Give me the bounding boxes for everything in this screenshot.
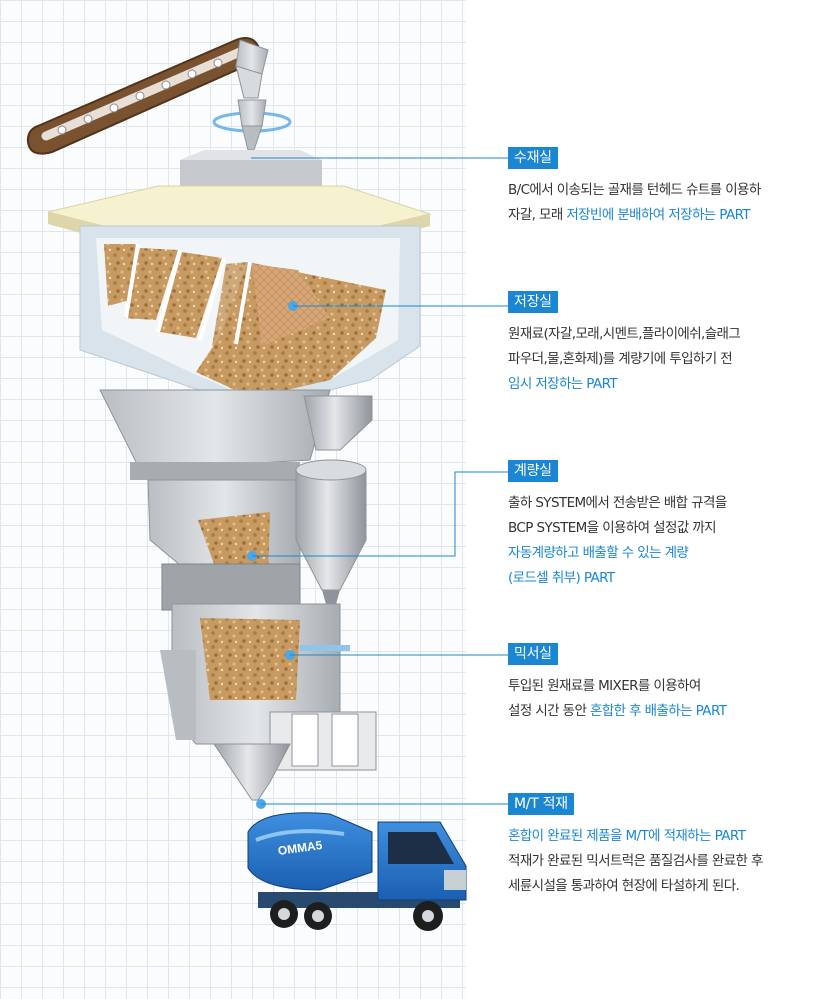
desc-highlight: 임시 저장하는 PART (508, 376, 618, 392)
section-description: 혼합이 완료된 제품을 M/T에 적재하는 PART 적재가 완료된 믹서트럭은… (508, 824, 808, 899)
desc-line: 설정 시간 동안 혼합한 후 배출하는 PART (508, 699, 808, 724)
desc-line: B/C에서 이송되는 골재를 턴헤드 슈트를 이용하 (508, 182, 761, 198)
mixer-truck: OMMA5 (247, 812, 467, 931)
section-description: 출하 SYSTEM에서 전송받은 배합 규격을 BCP SYSTEM을 이용하여… (508, 491, 808, 591)
section-tag: M/T 적재 (508, 793, 574, 815)
section-description: B/C에서 이송되는 골재를 턴헤드 슈트를 이용하 자갈, 모래 저장빈에 분… (508, 178, 808, 228)
desc-line: 투입된 원재료를 MIXER를 이용하여 (508, 678, 701, 694)
desc-text: 자갈, 모래 (508, 207, 567, 223)
desc-line: BCP SYSTEM을 이용하여 설정값 까지 (508, 520, 717, 536)
section-receiving: 수재실 B/C에서 이송되는 골재를 턴헤드 슈트를 이용하 자갈, 모래 저장… (508, 147, 808, 228)
desc-line: 원재료(자갈,모래,시멘트,플라이에쉬,슬래그 (508, 326, 741, 342)
section-truck-loading: M/T 적재 혼합이 완료된 제품을 M/T에 적재하는 PART 적재가 완료… (508, 793, 808, 899)
section-description: 투입된 원재료를 MIXER를 이용하여 설정 시간 동안 혼합한 후 배출하는… (508, 674, 808, 724)
cement-silo-cyclone (295, 459, 367, 604)
desc-text: 설정 시간 동안 (508, 703, 590, 719)
section-weighing: 계량실 출하 SYSTEM에서 전송받은 배합 규격을 BCP SYSTEM을 … (508, 460, 808, 591)
section-mixing: 믹서실 투입된 원재료를 MIXER를 이용하여 설정 시간 동안 혼합한 후 … (508, 643, 808, 724)
desc-line: 자갈, 모래 저장빈에 분배하여 저장하는 PART (508, 203, 808, 228)
desc-highlight: (로드셀 취부) PART (508, 570, 615, 586)
section-tag: 수재실 (508, 147, 558, 169)
desc-line: 적재가 완료된 믹서트럭은 품질검사를 완료한 후 (508, 853, 763, 869)
storage-bin (79, 225, 421, 409)
desc-highlight: 자동계량하고 배출할 수 있는 계량 (508, 545, 689, 561)
leader-lines (251, 157, 508, 805)
desc-highlight: 혼합이 완료된 제품을 M/T에 적재하는 PART (508, 828, 746, 844)
desc-highlight: 저장빈에 분배하여 저장하는 PART (566, 207, 751, 223)
desc-line: 출하 SYSTEM에서 전송받은 배합 규격을 (508, 495, 727, 511)
turn-head-chute (212, 39, 292, 163)
weighing-hoppers (99, 389, 373, 591)
desc-highlight: 혼합한 후 배출하는 PART (590, 703, 727, 719)
section-description: 원재료(자갈,모래,시멘트,플라이에쉬,슬래그 파우더,물,혼화제)를 계량기에… (508, 322, 808, 397)
mixer (160, 563, 377, 809)
section-tag: 계량실 (508, 460, 558, 482)
section-tag: 믹서실 (508, 643, 558, 665)
drum-logo: OMMA5 (277, 838, 324, 858)
conveyor-belt (26, 37, 260, 155)
section-storage: 저장실 원재료(자갈,모래,시멘트,플라이에쉬,슬래그 파우더,물,혼화제)를 … (508, 291, 808, 397)
desc-line: 세륜시설을 통과하여 현장에 타설하게 된다. (508, 878, 740, 894)
desc-line: 파우더,물,혼화제)를 계량기에 투입하기 전 (508, 351, 733, 367)
section-tag: 저장실 (508, 291, 558, 313)
